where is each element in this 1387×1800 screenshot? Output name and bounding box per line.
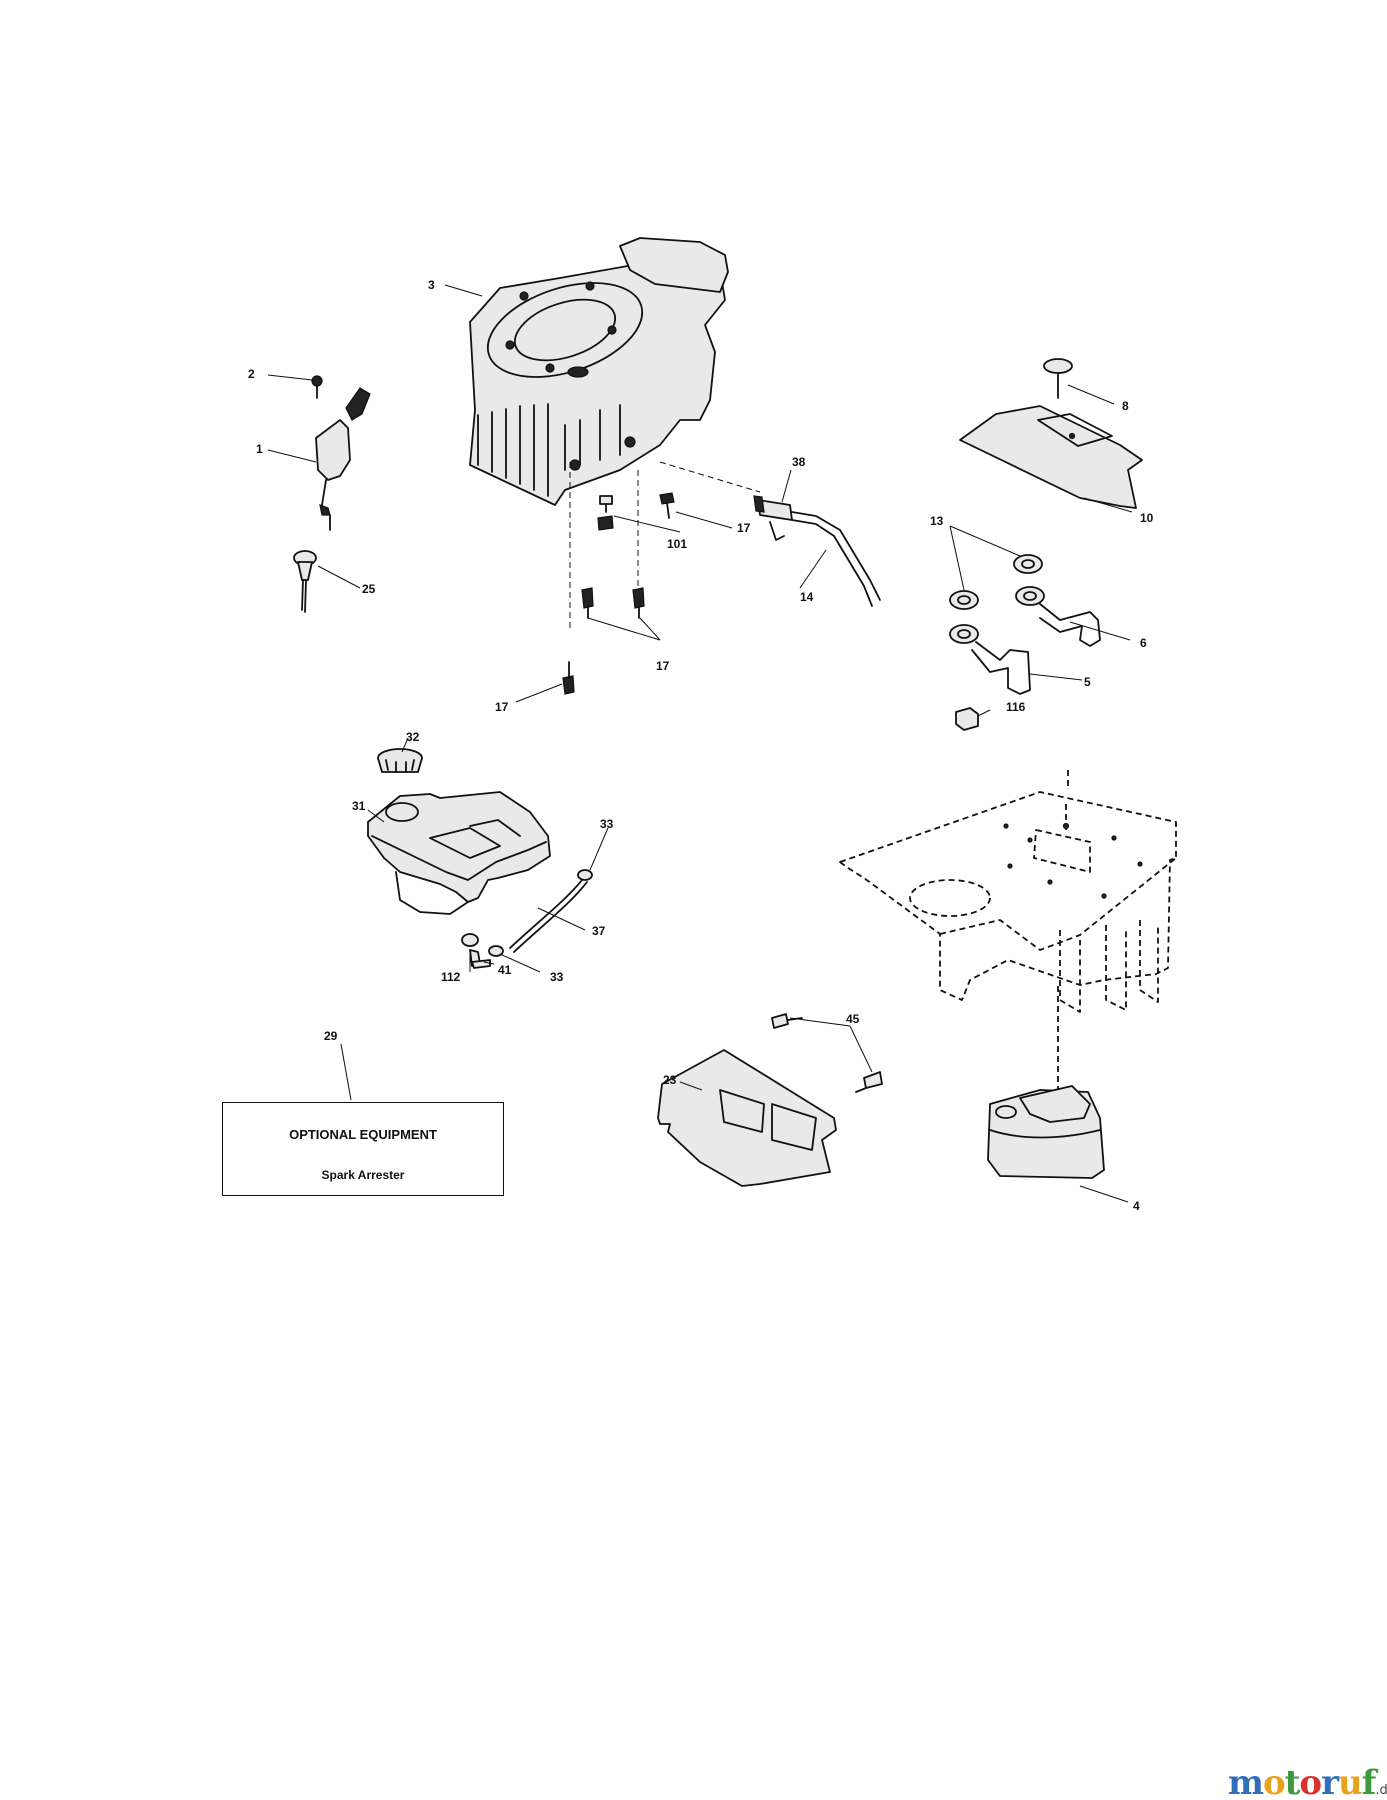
logo-letter-m: m [1228,1763,1264,1800]
motoruf-logo: motoruf.de [1228,1763,1387,1800]
callout-8: 8 [1122,399,1129,413]
fuel-cap-part [377,748,423,773]
callout-33b: 33 [550,970,564,984]
callout-25: 25 [362,582,376,596]
logo-letter-f: f [1361,1763,1377,1800]
engine-mount-hardware [562,461,761,695]
exhaust-pipe-part [949,554,1101,731]
callout-31: 31 [352,799,366,813]
callout-6: 6 [1140,636,1147,650]
callout-10: 10 [1140,511,1154,525]
callout-17a: 17 [737,521,751,535]
logo-suffix: .de [1375,1783,1387,1798]
logo-letter-o2: o [1299,1763,1322,1800]
logo-letter-r: r [1321,1763,1339,1800]
optional-equipment-title: OPTIONAL EQUIPMENT [289,1127,437,1142]
throttle-control-part [311,375,371,531]
cover-plate-part [959,358,1143,509]
callout-3: 3 [428,278,435,292]
fuel-tank-part [367,791,551,915]
logo-letter-u: u [1338,1763,1363,1800]
muffler-part [987,1085,1105,1179]
callout-29: 29 [324,1029,338,1043]
optional-equipment-box: OPTIONAL EQUIPMENT Spark Arrester [222,1102,504,1196]
spark-arrester-label: Spark Arrester [321,1168,405,1182]
callout-1: 1 [256,442,263,456]
callout-23: 23 [663,1073,677,1087]
callout-116: 116 [1006,700,1026,714]
callout-32: 32 [406,730,420,744]
callout-112: 112 [441,970,461,984]
fuel-line-part [753,495,881,607]
callout-5: 5 [1084,675,1091,689]
callout-13: 13 [930,514,944,528]
heat-shield-part [657,1013,883,1187]
logo-letter-o: o [1262,1763,1286,1800]
callout-17c: 17 [495,700,509,714]
callout-14: 14 [800,590,814,604]
engine-part [469,237,729,506]
logo-letter-t: t [1284,1763,1301,1800]
callout-17b: 17 [656,659,670,673]
callout-4: 4 [1133,1199,1140,1213]
leader-lines [267,284,1133,1203]
callout-2: 2 [248,367,255,381]
callout-33a: 33 [600,817,614,831]
dipstick-part [293,550,317,613]
callout-45: 45 [846,1012,860,1026]
frame-part-dashed [839,770,1177,1100]
callout-37: 37 [592,924,606,938]
callout-101: 101 [667,537,687,551]
callout-38: 38 [792,455,806,469]
callout-41: 41 [498,963,512,977]
